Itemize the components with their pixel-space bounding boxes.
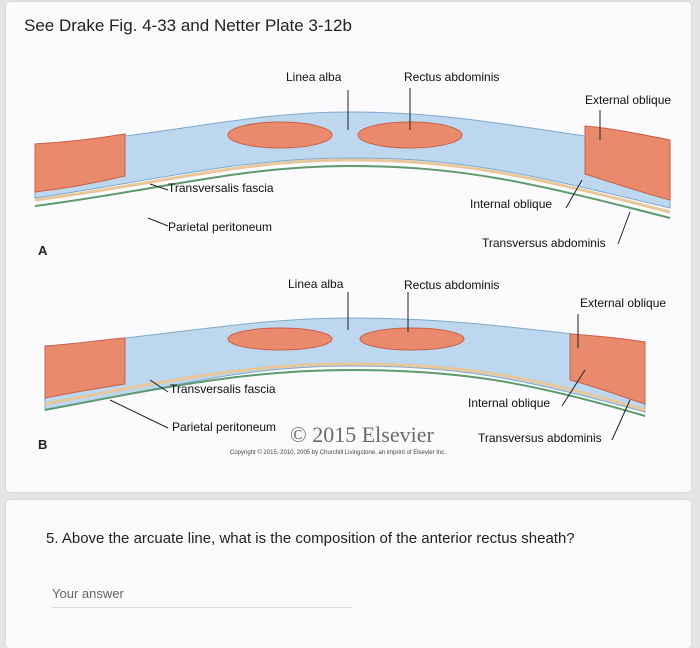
- label-parietal-peritoneum-b: Parietal peritoneum: [172, 420, 277, 434]
- page-title: See Drake Fig. 4-33 and Netter Plate 3-1…: [24, 16, 352, 35]
- panel-label-a: A: [38, 243, 48, 258]
- cross-section-b: [44, 292, 646, 441]
- label-transversalis-fascia-a: Transversalis fascia: [168, 181, 274, 195]
- fascia-layer-a: [34, 111, 671, 209]
- label-transversus-abdominis-a: Transversus abdominis: [482, 236, 606, 250]
- lateral-muscle-left-a: [34, 133, 126, 193]
- label-transversalis-fascia-b: Transversalis fascia: [170, 382, 276, 396]
- label-transversus-abdominis-b: Transversus abdominis: [478, 431, 602, 445]
- label-linea-alba-b: Linea alba: [288, 277, 344, 291]
- question-card: [6, 500, 691, 648]
- question-text: 5. Above the arcuate line, what is the c…: [46, 530, 575, 547]
- rectus-muscle-left-b: [227, 327, 333, 351]
- label-rectus-abdominis-a: Rectus abdominis: [404, 70, 500, 84]
- posterior-sheath-a: [34, 158, 671, 214]
- copyright-notice: Copyright © 2015, 2010, 2005 by Churchil…: [230, 450, 446, 456]
- label-internal-oblique-a: Internal oblique: [470, 197, 553, 211]
- label-rectus-abdominis-b: Rectus abdominis: [404, 278, 500, 292]
- elsevier-watermark: © 2015 Elsevier: [290, 422, 434, 447]
- figure-card: [6, 2, 691, 492]
- lateral-muscle-left-b: [44, 337, 126, 399]
- peritoneum-line-b: [44, 368, 646, 417]
- answer-input[interactable]: Your answer: [52, 586, 352, 608]
- cross-section-a: [34, 88, 671, 245]
- rectus-muscle-left-a: [227, 121, 333, 149]
- peritoneum-line-a: [34, 164, 671, 219]
- label-external-oblique-b: External oblique: [580, 296, 667, 310]
- label-parietal-peritoneum-a: Parietal peritoneum: [168, 220, 273, 234]
- label-internal-oblique-b: Internal oblique: [468, 396, 551, 410]
- posterior-sheath-b: [44, 362, 646, 412]
- label-linea-alba-a: Linea alba: [286, 70, 342, 84]
- lateral-muscle-right-b: [569, 333, 646, 405]
- panel-label-b: B: [38, 437, 48, 452]
- label-external-oblique-a: External oblique: [585, 93, 672, 107]
- lateral-muscle-right-a: [584, 125, 671, 201]
- rectus-muscle-right-b: [359, 327, 465, 351]
